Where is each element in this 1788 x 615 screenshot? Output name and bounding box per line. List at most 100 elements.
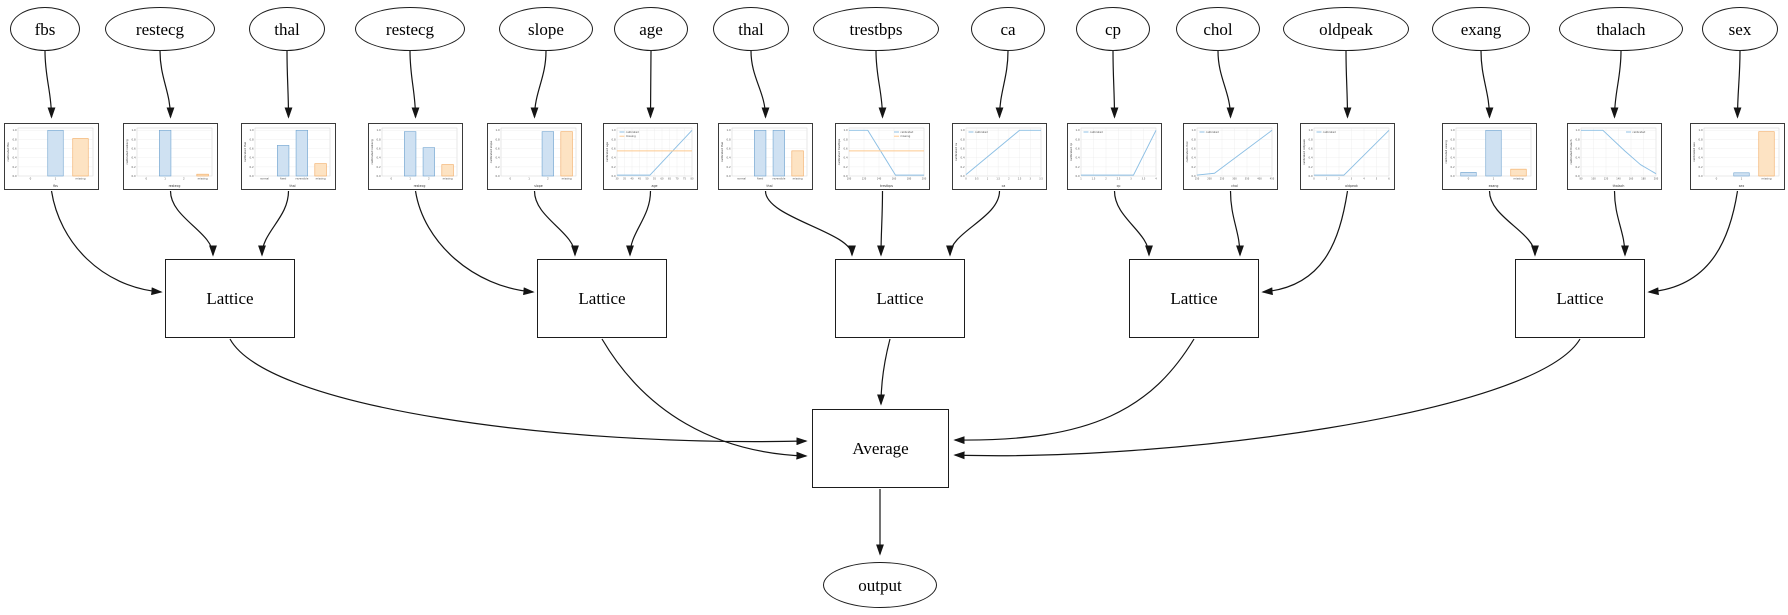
series-calibrated [965,129,1041,175]
edge-arrow [995,50,1009,119]
feature-node-age: age [614,7,688,51]
svg-text:0.5: 0.5 [975,177,979,180]
svg-text:1: 1 [528,177,530,181]
svg-text:ca: ca [1002,184,1006,188]
svg-text:calibrated restecg: calibrated restecg [125,139,129,165]
lattice-node-2: Lattice [537,259,667,338]
edge-arrow [953,338,1195,445]
svg-text:1.0: 1.0 [726,128,730,132]
svg-text:0.8: 0.8 [376,137,380,141]
svg-text:0.8: 0.8 [960,137,964,141]
svg-text:0.6: 0.6 [12,146,16,150]
svg-text:0.8: 0.8 [249,137,253,141]
svg-text:fixed: fixed [757,177,764,181]
edge-arrow [1113,190,1153,257]
svg-text:0.6: 0.6 [1191,146,1195,150]
legend-entry: calibrated [626,130,639,134]
svg-text:200: 200 [1654,177,1659,180]
svg-text:reversible: reversible [295,177,308,181]
edge-arrow [953,338,1581,460]
svg-text:120: 120 [1604,177,1609,180]
feature-node-oldpeak: oldpeak [1283,7,1409,51]
bar-missing [196,173,209,177]
edge-arrow [414,190,535,296]
svg-text:350: 350 [1245,177,1250,180]
average-node-label: Average [852,439,909,458]
bar-missing [1510,168,1527,177]
legend-entry: calibrated [1632,130,1645,134]
svg-text:calibrated thalach: calibrated thalach [1569,139,1573,165]
lattice-node-3-label: Lattice [876,289,924,308]
svg-text:0.0: 0.0 [843,174,847,178]
bar-missing [560,131,573,177]
svg-text:3: 3 [1030,177,1032,180]
svg-text:45: 45 [638,177,641,180]
svg-text:30: 30 [616,177,619,180]
svg-text:chol: chol [1231,184,1238,188]
svg-text:0.4: 0.4 [12,156,16,160]
svg-text:0.8: 0.8 [1191,137,1195,141]
bar-missing [791,150,804,177]
svg-text:0.2: 0.2 [376,165,380,169]
svg-text:140: 140 [1616,177,1621,180]
svg-text:0.0: 0.0 [726,174,730,178]
svg-text:0.4: 0.4 [843,156,847,160]
average-node: Average [812,409,949,488]
edge-arrow [1343,50,1352,119]
legend-entry: calibrated [1206,130,1219,134]
feature-node-exang: exang [1432,7,1530,51]
svg-text:0.6: 0.6 [726,146,730,150]
svg-text:1.0: 1.0 [495,128,499,132]
svg-text:2: 2 [1105,177,1107,180]
lattice-node-1: Lattice [165,259,295,338]
svg-text:0.2: 0.2 [131,165,135,169]
svg-text:0.8: 0.8 [843,137,847,141]
svg-text:0.2: 0.2 [1450,165,1454,169]
svg-text:450: 450 [1270,177,1275,180]
svg-text:200: 200 [1207,177,1212,180]
svg-text:150: 150 [1195,177,1200,180]
lattice-node-3: Lattice [835,259,965,338]
lattice-node-1-label: Lattice [206,289,254,308]
bar-1 [47,129,64,177]
edge-arrow [1261,190,1349,296]
svg-text:5: 5 [1376,177,1378,180]
svg-text:exang: exang [1489,184,1499,188]
svg-text:0.8: 0.8 [1308,137,1312,141]
svg-text:40: 40 [631,177,634,180]
svg-text:0: 0 [1468,177,1470,181]
svg-text:200: 200 [922,177,927,180]
svg-text:0: 0 [965,177,967,180]
svg-text:0: 0 [1313,177,1315,180]
svg-text:normal: normal [260,177,269,181]
svg-text:0.4: 0.4 [131,156,135,160]
svg-text:1.0: 1.0 [1575,128,1579,132]
edge-arrow [530,50,547,119]
svg-text:0.6: 0.6 [1075,146,1079,150]
svg-text:missing: missing [198,177,208,181]
svg-text:180: 180 [1641,177,1646,180]
svg-text:0.0: 0.0 [1698,174,1702,178]
svg-text:fixed: fixed [280,177,287,181]
svg-text:50: 50 [646,177,649,180]
svg-text:3: 3 [1130,177,1132,180]
svg-text:0.6: 0.6 [1450,146,1454,150]
bar-2 [422,147,435,177]
svg-text:3.5: 3.5 [1039,177,1043,180]
svg-text:2: 2 [1338,177,1340,180]
feature-node-thalach-label: thalach [1596,19,1646,39]
svg-text:0.8: 0.8 [12,137,16,141]
svg-text:160: 160 [1629,177,1634,180]
svg-text:0.6: 0.6 [376,146,380,150]
bar-missing [441,164,454,177]
svg-text:fbs: fbs [53,184,58,188]
